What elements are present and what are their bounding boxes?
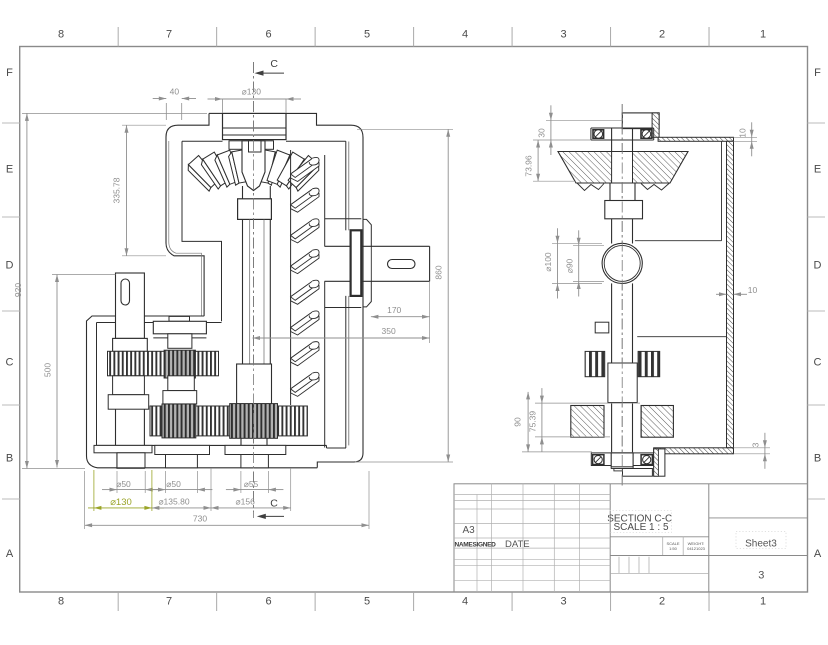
svg-text:E: E <box>6 164 13 176</box>
svg-text:3: 3 <box>560 29 566 41</box>
svg-text:7: 7 <box>166 596 172 608</box>
svg-text:C: C <box>270 498 278 510</box>
svg-text:2: 2 <box>659 29 665 41</box>
svg-text:6: 6 <box>265 596 271 608</box>
svg-text:F: F <box>814 67 821 79</box>
svg-text:3: 3 <box>751 442 761 447</box>
svg-text:335.78: 335.78 <box>112 177 122 203</box>
svg-text:8: 8 <box>58 596 64 608</box>
svg-text:73.96: 73.96 <box>524 155 534 177</box>
svg-text:SCALE: SCALE <box>666 541 679 546</box>
svg-text:⌀130: ⌀130 <box>110 497 132 508</box>
svg-text:A: A <box>814 548 822 560</box>
svg-text:C: C <box>814 357 822 369</box>
svg-text:WEIGHT:: WEIGHT: <box>688 541 705 546</box>
svg-text:F: F <box>6 67 13 79</box>
svg-text:SECTION C-C: SECTION C-C <box>607 514 672 525</box>
svg-text:3: 3 <box>758 570 764 582</box>
svg-text:500: 500 <box>43 363 53 377</box>
svg-text:B: B <box>6 453 13 465</box>
svg-text:1: 1 <box>760 29 766 41</box>
svg-text:920: 920 <box>13 283 23 297</box>
svg-text:⌀135.80: ⌀135.80 <box>158 497 189 507</box>
svg-text:Sheet3: Sheet3 <box>745 539 777 550</box>
svg-text:4: 4 <box>462 596 468 608</box>
svg-text:⌀100: ⌀100 <box>543 252 553 272</box>
svg-text:C: C <box>270 58 278 70</box>
svg-text:350: 350 <box>382 326 396 336</box>
svg-text:40: 40 <box>170 87 180 97</box>
svg-text:A3: A3 <box>463 525 476 536</box>
svg-text:1: 1 <box>760 596 766 608</box>
svg-text:C: C <box>6 357 14 369</box>
svg-text:D: D <box>6 260 14 272</box>
svg-text:⌀50: ⌀50 <box>166 479 181 489</box>
svg-text:8: 8 <box>58 29 64 41</box>
svg-text:860: 860 <box>434 265 444 279</box>
svg-text:75.39: 75.39 <box>527 411 537 433</box>
svg-text:5: 5 <box>364 29 370 41</box>
svg-text:B: B <box>814 453 821 465</box>
svg-text:90: 90 <box>513 417 523 427</box>
svg-text:DATE: DATE <box>505 539 530 550</box>
svg-text:⌀90: ⌀90 <box>565 258 575 273</box>
svg-text:D: D <box>814 260 822 272</box>
svg-text:NAMESIGNED: NAMESIGNED <box>455 542 497 549</box>
svg-text:⌀130: ⌀130 <box>242 87 262 97</box>
svg-text:2: 2 <box>659 596 665 608</box>
svg-text:730: 730 <box>193 514 207 524</box>
svg-text:04121023: 04121023 <box>687 546 706 551</box>
svg-text:3: 3 <box>560 596 566 608</box>
svg-text:⌀55: ⌀55 <box>244 479 259 489</box>
svg-text:⌀50: ⌀50 <box>116 479 131 489</box>
svg-text:4: 4 <box>462 29 468 41</box>
svg-text:E: E <box>814 164 821 176</box>
svg-text:7: 7 <box>166 29 172 41</box>
svg-text:5: 5 <box>364 596 370 608</box>
svg-text:10: 10 <box>748 285 758 295</box>
svg-text:A: A <box>6 548 14 560</box>
svg-text:6: 6 <box>265 29 271 41</box>
svg-text:10: 10 <box>738 128 748 138</box>
svg-text:SCALE 1 : 5: SCALE 1 : 5 <box>613 522 668 533</box>
svg-text:30: 30 <box>537 128 547 138</box>
svg-text:⌀156: ⌀156 <box>236 497 256 507</box>
svg-text:170: 170 <box>387 305 401 315</box>
svg-text:1:50: 1:50 <box>669 546 678 551</box>
